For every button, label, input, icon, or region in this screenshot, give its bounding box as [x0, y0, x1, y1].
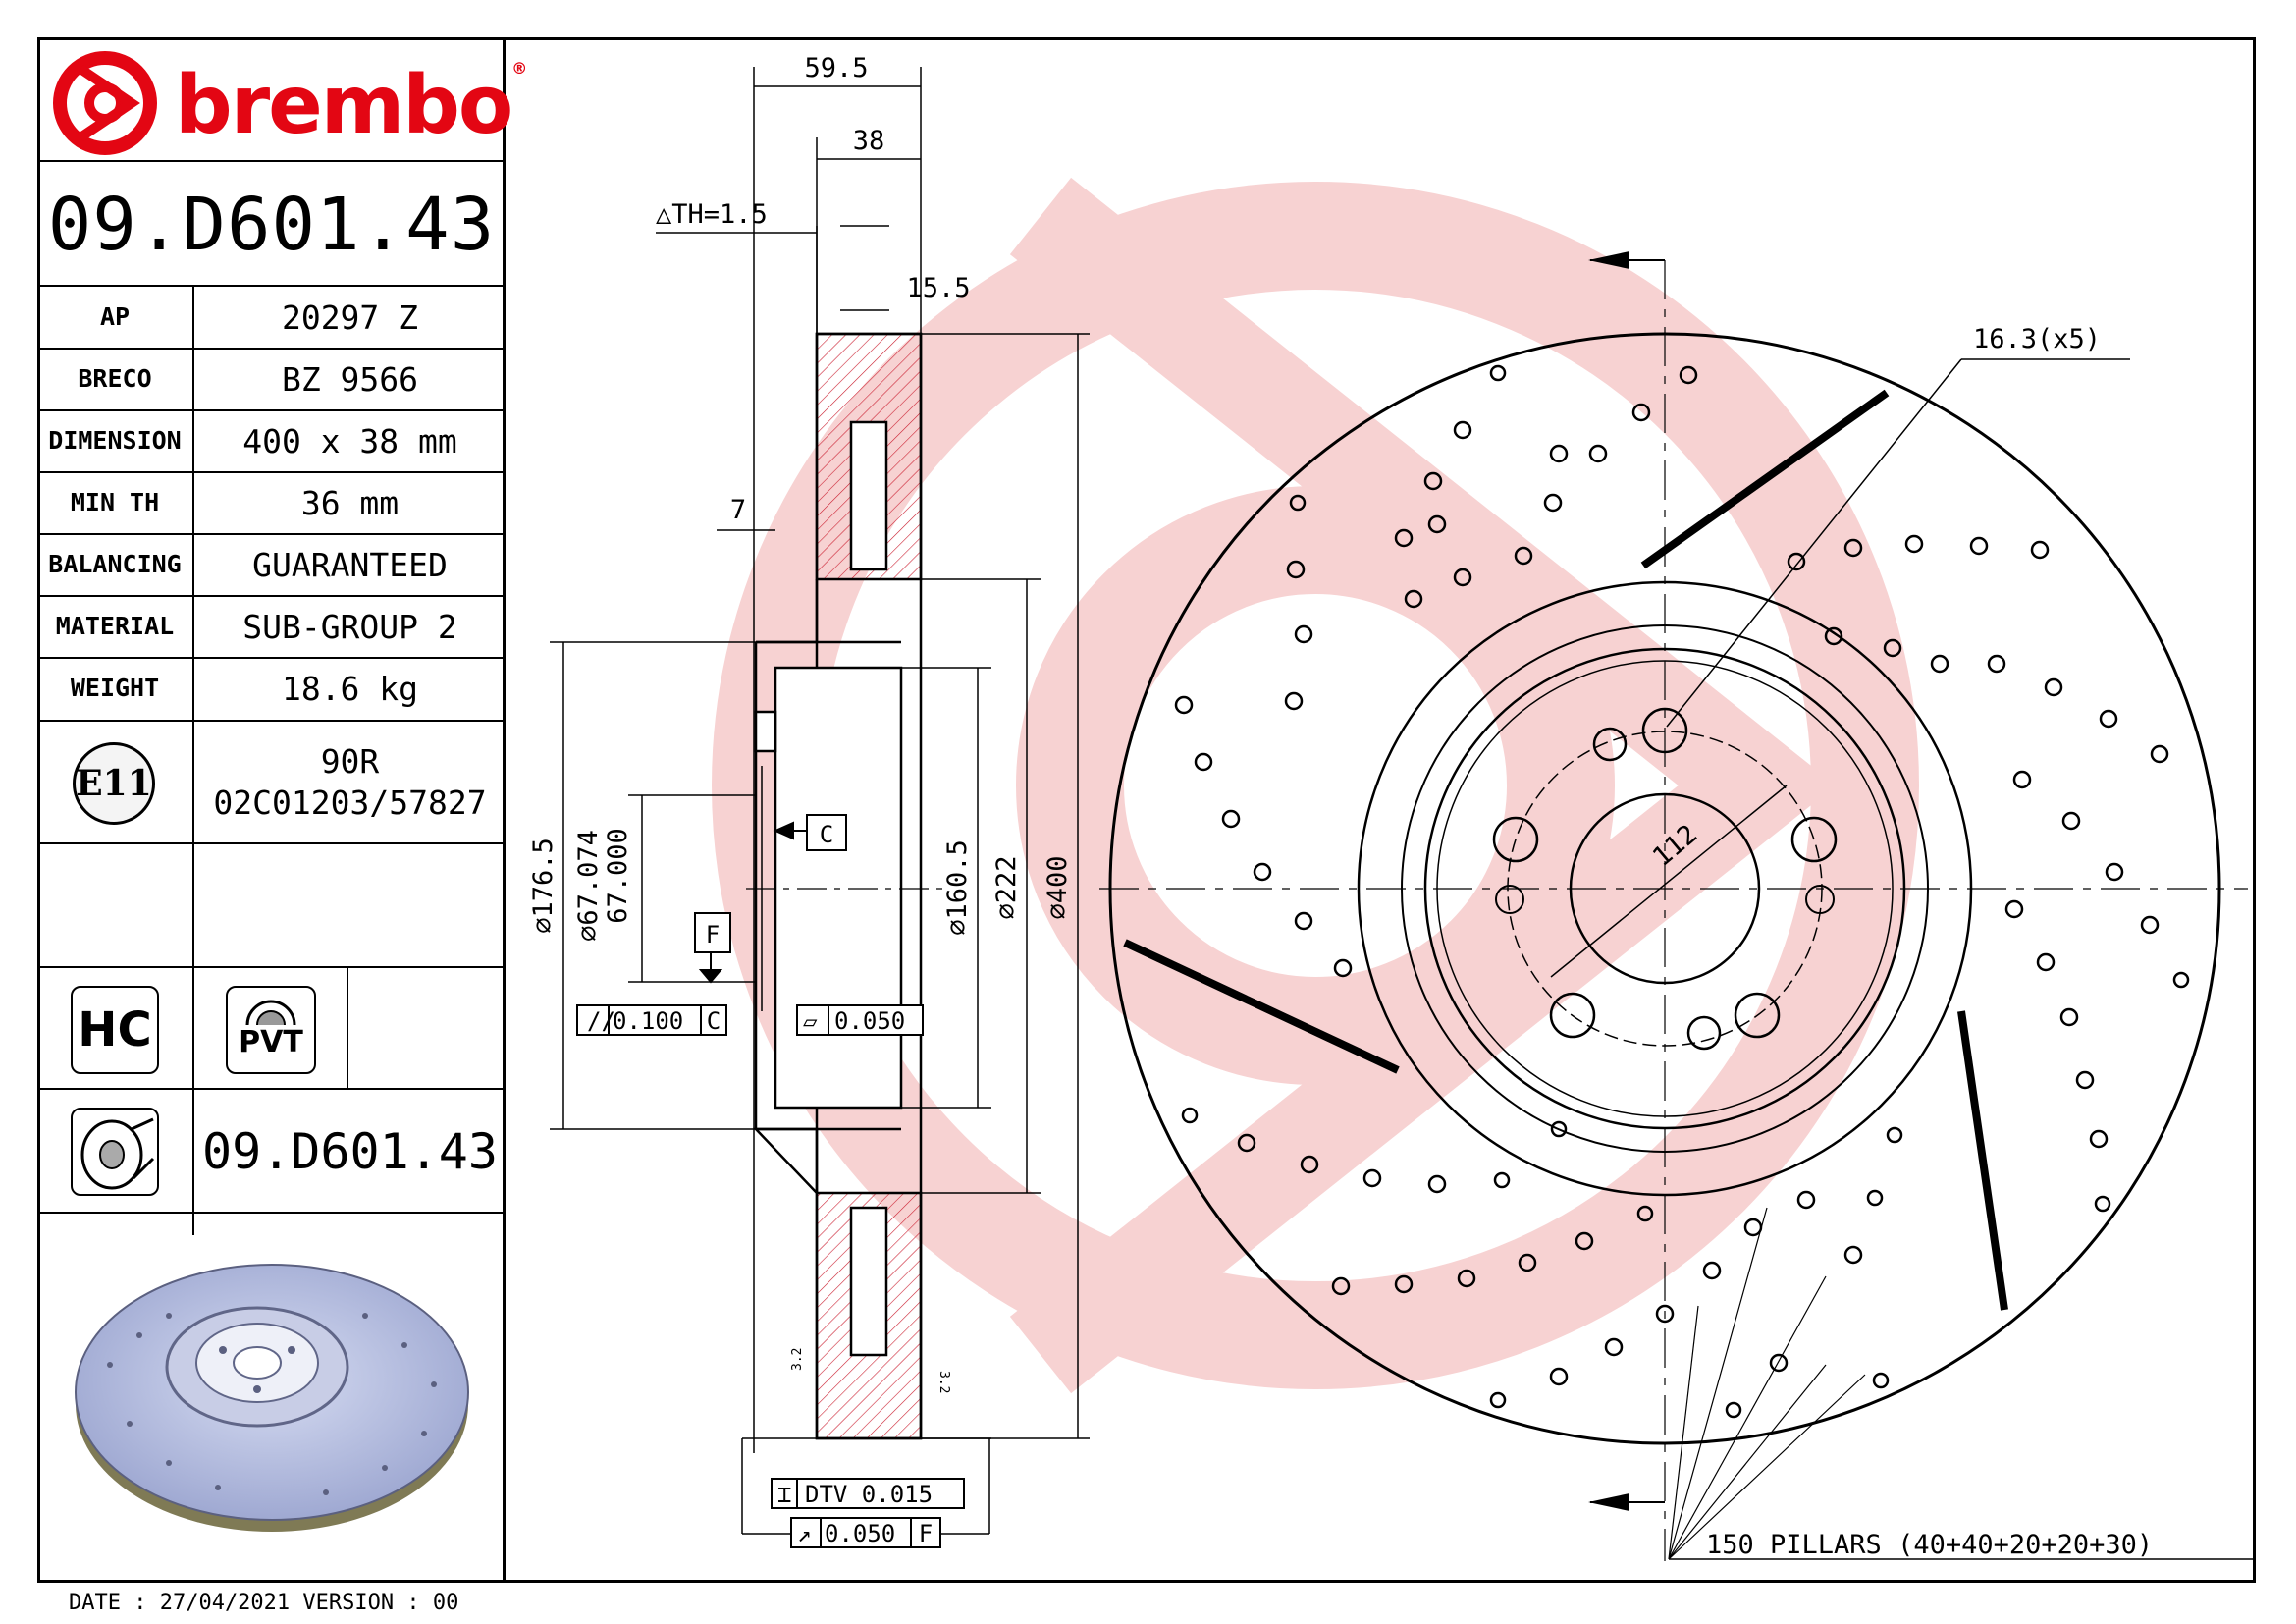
datum-c: C — [820, 821, 833, 848]
dim-38: 38 — [853, 126, 885, 156]
parallel-symbol-icon: // — [587, 1007, 615, 1035]
dim-59-5: 59.5 — [804, 53, 868, 83]
pvt-disc-icon — [245, 1000, 296, 1026]
flatness-symbol-icon: ▱ — [803, 1007, 818, 1035]
spec-label: BRECO — [78, 364, 152, 393]
spec-label: WEIGHT — [70, 674, 160, 702]
disc-render-image — [75, 1264, 469, 1532]
part-number: 09.D601.43 — [47, 183, 496, 267]
dim-15-5: 15.5 — [906, 273, 970, 303]
drilled-holes — [1174, 364, 2190, 1419]
spec-value: GUARANTEED — [252, 546, 448, 584]
spec-label: MIN TH — [70, 488, 160, 516]
drawing-frame — [37, 37, 2256, 1583]
thickness-symbol-icon: ⌶ — [777, 1481, 791, 1508]
dim-67-000: 67.000 — [603, 828, 633, 924]
holes-label: 16.3(x5) — [1973, 324, 2101, 354]
spec-value: SUB-GROUP 2 — [242, 608, 457, 646]
front-view — [1099, 259, 2254, 1561]
spec-value: 36 mm — [300, 484, 400, 522]
title-block: brembo® 09.D601.43 AP 20297 Z BRECO BZ 9… — [37, 37, 527, 1583]
spec-label: BALANCING — [48, 550, 182, 578]
pvt-badge-icon: PVT — [226, 986, 316, 1074]
datum-f: F — [706, 921, 720, 948]
spec-label: AP — [99, 302, 131, 331]
footer-date-version: DATE : 27/04/2021 VERSION : 00 — [69, 1591, 459, 1615]
section-view — [746, 332, 942, 1440]
spec-value: 18.6 kg — [281, 670, 419, 708]
spec-value: 20297 Z — [281, 298, 419, 337]
runout-value: 0.050 — [825, 1520, 895, 1547]
pillars-label: 150 PILLARS (40+40+20+20+30) — [1706, 1530, 2153, 1560]
tol-parallel: 0.100 — [613, 1007, 683, 1035]
tol-parallel-datum: C — [707, 1007, 721, 1035]
roughness-right: 3.2 — [936, 1371, 951, 1393]
tol-flat: 0.050 — [834, 1007, 905, 1035]
section-labels: 59.5 38 △TH=1.5 15.5 7 ⌀176.5 ⌀67.074 67… — [528, 53, 1073, 942]
dim-176-5: ⌀176.5 — [528, 838, 559, 934]
approval-line1: 90R — [320, 742, 380, 781]
tolerance-frames — [576, 814, 965, 1548]
disc-type-icon — [71, 1108, 159, 1196]
spec-value: 400 x 38 mm — [242, 422, 457, 460]
hc-badge-icon: HC — [71, 986, 159, 1074]
dim-160-5: ⌀160.5 — [942, 839, 973, 936]
pcd-label: 112 — [1647, 819, 1703, 873]
dim-th: △TH=1.5 — [656, 199, 768, 230]
spec-value: BZ 9566 — [281, 360, 419, 399]
approval-line2: 02C01203/57827 — [213, 784, 487, 822]
bottom-part-number: 09.D601.43 — [201, 1123, 499, 1180]
spec-label: DIMENSION — [48, 426, 182, 455]
runout-datum: F — [919, 1520, 933, 1547]
e11-approval-icon: E11 — [73, 742, 155, 825]
brand-name: brembo® — [175, 59, 527, 152]
dtv-label: DTV 0.015 — [805, 1481, 933, 1508]
dim-7: 7 — [730, 495, 746, 525]
dim-67-074: ⌀67.074 — [573, 830, 604, 942]
runout-symbol-icon: ↗ — [797, 1520, 811, 1547]
dim-222: ⌀222 — [991, 855, 1022, 919]
spec-label: MATERIAL — [55, 612, 175, 640]
brembo-logo-icon — [53, 51, 157, 155]
dim-400: ⌀400 — [1042, 855, 1073, 919]
roughness-left: 3.2 — [790, 1348, 805, 1371]
